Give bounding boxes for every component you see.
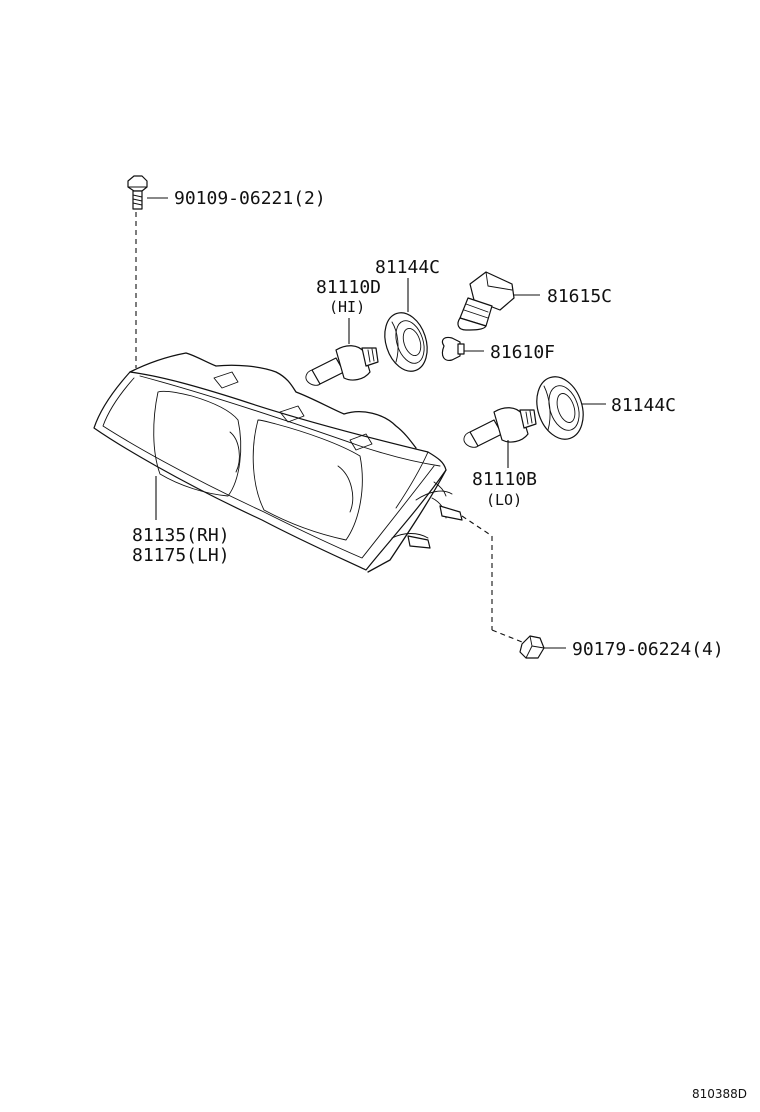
label-bulb-lo-part: 81110B <box>472 469 537 490</box>
lo-socket-ring[interactable] <box>529 371 591 445</box>
label-bolt: 90109-06221(2) <box>174 188 326 209</box>
small-bulb[interactable] <box>441 336 465 361</box>
label-bulb-small: 81610F <box>490 342 555 363</box>
label-bulb-front: 81615C <box>547 286 612 307</box>
diagram-code: 810388D <box>692 1087 747 1101</box>
label-socket-lo: 81144C <box>611 395 676 416</box>
front-bulb[interactable] <box>457 271 515 331</box>
hi-beam-bulb[interactable] <box>305 345 379 386</box>
bolt-part[interactable] <box>127 175 148 210</box>
nut-part[interactable] <box>519 635 545 659</box>
headlamp-housing[interactable] <box>93 352 463 573</box>
label-bulb-hi-part: 81110D <box>316 277 381 298</box>
label-bulb-lo-note: (LO) <box>486 491 522 509</box>
label-housing-rh: 81135(RH) <box>132 525 230 546</box>
label-housing-lh: 81175(LH) <box>132 545 230 566</box>
label-socket-hi: 81144C <box>375 257 440 278</box>
label-nut: 90179-06224(4) <box>572 639 724 660</box>
label-bulb-hi-note: (HI) <box>329 298 365 316</box>
hi-socket-ring[interactable] <box>378 307 435 376</box>
lo-beam-bulb[interactable] <box>463 407 537 448</box>
